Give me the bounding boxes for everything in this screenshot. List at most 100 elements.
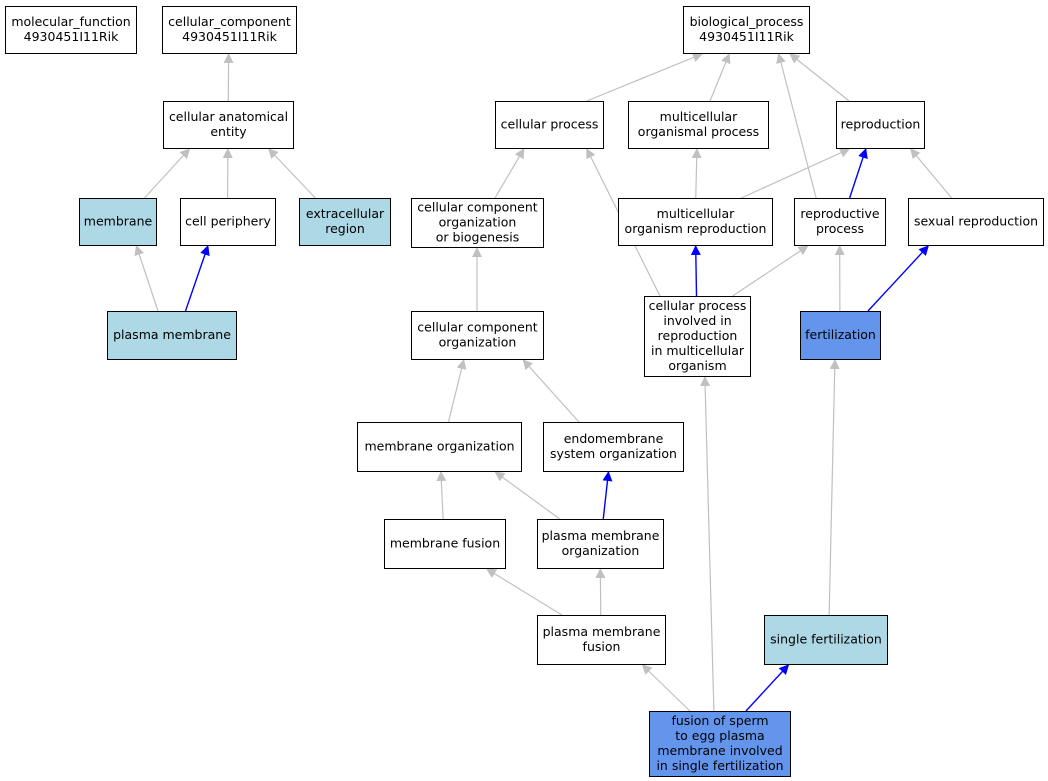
node-sr[interactable]: sexual reproduction	[908, 198, 1044, 246]
node-label-line: biological_process	[690, 14, 804, 29]
edge-rp-to-bp	[776, 53, 817, 199]
node-box	[683, 6, 810, 54]
node-box	[628, 101, 769, 149]
node-label-line: cellular component	[417, 320, 537, 335]
node-box	[411, 311, 544, 360]
node-label-line: 4930451I11Rik	[24, 29, 119, 44]
node-pm[interactable]: plasma membrane	[107, 311, 237, 360]
node-mo[interactable]: membrane organization	[357, 422, 522, 472]
node-label-line: single fertilization	[770, 632, 882, 647]
node-label-line: membrane organization	[364, 439, 514, 454]
node-box	[162, 6, 297, 54]
node-label-line: in single fertilization	[656, 758, 783, 773]
node-label-line: membrane fusion	[390, 536, 500, 551]
node-label-line: multicellular	[657, 206, 736, 221]
node-box	[79, 198, 157, 246]
node-label-line: membrane involved	[657, 743, 782, 758]
node-label-line: endomembrane	[564, 431, 664, 446]
node-label-line: reproduction	[841, 117, 921, 132]
node-box	[357, 422, 522, 472]
node-label-line: organization	[439, 215, 517, 230]
edge-pm-to-memb	[134, 245, 159, 312]
node-label-line: plasma membrane	[542, 528, 660, 543]
node-box	[299, 198, 391, 246]
node-mfus[interactable]: membrane fusion	[384, 519, 506, 569]
node-label-line: cellular component	[417, 200, 537, 215]
node-label-line: membrane	[84, 214, 153, 229]
node-label-line: sexual reproduction	[914, 214, 1038, 229]
node-box	[495, 101, 604, 149]
edge-mor-to-mop	[691, 148, 702, 199]
node-label-line: system organization	[550, 446, 677, 461]
edge-mo-to-cco	[447, 359, 467, 423]
edge-fsep-to-cpir	[700, 376, 715, 712]
node-label-line: extracellular	[306, 206, 385, 221]
node-box	[618, 198, 773, 246]
edge-fert-to-sr	[867, 245, 929, 312]
nodes-layer: molecular_function4930451I11Rikcellular_…	[5, 6, 1044, 777]
node-label-line: cellular anatomical	[169, 109, 288, 124]
node-memb[interactable]: membrane	[79, 198, 157, 246]
node-label-line: organization	[562, 543, 640, 558]
node-label-line: organism reproduction	[625, 221, 767, 236]
node-label-line: region	[325, 221, 365, 236]
node-label-line: reproductive	[800, 206, 880, 221]
node-box	[537, 519, 664, 569]
node-box	[543, 422, 684, 472]
edge-pmf-to-mfus	[485, 568, 563, 616]
node-label-line: 4930451I11Rik	[182, 29, 277, 44]
node-box	[644, 296, 751, 377]
node-label-line: 4930451I11Rik	[699, 29, 794, 44]
node-box	[800, 311, 881, 360]
edges-layer	[134, 52, 953, 712]
node-box	[384, 519, 506, 569]
node-box	[764, 615, 888, 665]
node-box	[649, 711, 791, 777]
edge-pm-to-cper	[184, 245, 210, 312]
edge-ccob-to-cp	[494, 148, 525, 199]
node-label-line: organism	[668, 358, 726, 373]
edge-mfus-to-mo	[436, 471, 447, 520]
node-label-line: organismal process	[638, 124, 759, 139]
node-cper[interactable]: cell periphery	[180, 198, 276, 246]
node-sf[interactable]: single fertilization	[764, 615, 888, 665]
edge-fsep-to-pmf	[641, 664, 691, 712]
node-repro[interactable]: reproduction	[836, 101, 925, 149]
node-label-line: fusion of sperm	[671, 713, 768, 728]
node-fert[interactable]: fertilization	[800, 311, 881, 360]
node-label-line: multicellular	[660, 109, 739, 124]
node-box	[908, 198, 1044, 246]
edge-rp-to-repro	[848, 148, 868, 199]
edge-mop-to-bp	[709, 53, 731, 102]
node-box	[537, 615, 666, 665]
node-label-line: molecular_function	[11, 14, 130, 29]
edge-eso-to-cco	[522, 359, 580, 423]
node-label-line: or biogenesis	[436, 230, 520, 245]
edge-cpir-to-rp	[732, 245, 809, 297]
edge-pmo-to-mo	[494, 471, 561, 520]
node-cp[interactable]: cellular process	[495, 101, 604, 149]
node-box	[794, 198, 886, 246]
node-label-line: cellular_component	[168, 14, 291, 29]
edge-extra-to-cae	[268, 148, 316, 199]
node-label-line: cell periphery	[185, 214, 271, 229]
node-box	[107, 311, 237, 360]
node-label-line: plasma membrane	[543, 624, 661, 639]
node-label-line: reproduction	[658, 328, 738, 343]
